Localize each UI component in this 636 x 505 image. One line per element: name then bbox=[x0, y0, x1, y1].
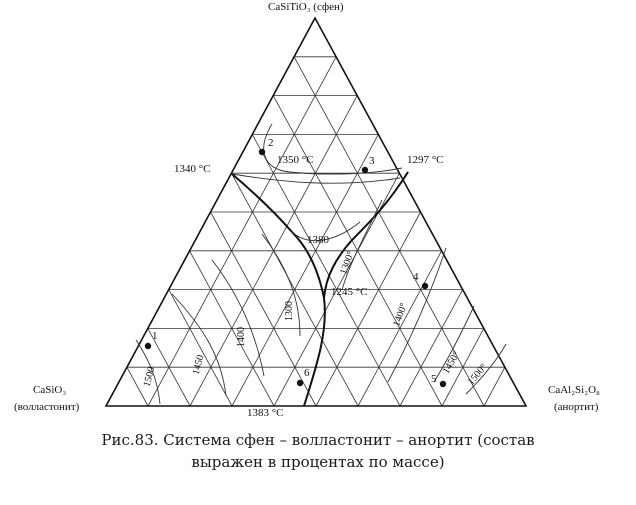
grid-line-right bbox=[483, 367, 506, 407]
composition-point-6 bbox=[296, 379, 304, 387]
temp-label-1383: 1383 °C bbox=[247, 407, 284, 419]
composition-point-2 bbox=[258, 148, 266, 156]
grid-line-right bbox=[147, 56, 337, 407]
isotherm-1300-left bbox=[261, 233, 301, 337]
point-label-5: 5 bbox=[431, 373, 437, 385]
figure-caption-line-2: выражен в процентах по массе) bbox=[191, 453, 445, 471]
isotherm-1350 bbox=[263, 123, 403, 175]
isotherm-1380-upper bbox=[231, 173, 401, 184]
figure-caption-line-1: Рис.83. Система сфен – волластонит – ано… bbox=[101, 431, 535, 449]
apex-label-wollastonite-name: (волластонит) bbox=[14, 401, 80, 413]
grid-line-left bbox=[293, 56, 485, 407]
temp-label-1340: 1340 °C bbox=[174, 163, 211, 175]
grid-line-left bbox=[168, 289, 233, 407]
point-label-3: 3 bbox=[369, 155, 375, 167]
grid-line-left bbox=[210, 211, 317, 407]
isotherm-1450-left bbox=[171, 293, 227, 397]
ternary-phase-diagram bbox=[104, 16, 528, 407]
apex-label-wollastonite-formula: CaSiO₃ bbox=[33, 384, 67, 396]
apex-label-sphene: CaSiTiO₃ (сфен) bbox=[268, 1, 344, 13]
grid-line-left bbox=[126, 367, 149, 407]
isotherm-1450-right bbox=[433, 305, 475, 383]
triangle-outline bbox=[104, 16, 528, 407]
temp-label-1350: 1350 °C bbox=[277, 154, 314, 166]
temp-label-1297: 1297 °C bbox=[407, 154, 444, 166]
isotherm-1300-right bbox=[341, 199, 383, 291]
isotherm-label-1300-left: 1300 bbox=[284, 301, 295, 321]
point-label-1: 1 bbox=[152, 330, 158, 342]
isotherm-label-1400-left: 1400 bbox=[236, 327, 247, 347]
isotherm-1500-right bbox=[465, 343, 507, 395]
temp-label-1245: 1245 °C bbox=[331, 286, 368, 298]
boundary-curve-right bbox=[323, 171, 409, 299]
isotherm-1500-left bbox=[135, 339, 161, 405]
apex-label-anorthite-name: (анортит) bbox=[554, 401, 599, 413]
temp-label-1380: 1380 bbox=[307, 234, 329, 246]
composition-point-3 bbox=[361, 166, 369, 174]
point-label-4: 4 bbox=[413, 271, 419, 283]
isotherm-1380-lower bbox=[291, 221, 361, 242]
boundary-curve-main bbox=[291, 231, 326, 407]
point-label-6: 6 bbox=[304, 367, 310, 379]
point-label-2: 2 bbox=[268, 137, 274, 149]
isotherm-1400-left bbox=[211, 259, 265, 377]
isotherm-1400-right bbox=[387, 247, 447, 383]
grid-line-left bbox=[251, 134, 401, 407]
composition-point-5 bbox=[439, 380, 447, 388]
grid-line-right bbox=[399, 289, 464, 407]
composition-point-1 bbox=[144, 342, 152, 350]
composition-grid bbox=[126, 56, 506, 407]
grid-line-right bbox=[231, 134, 379, 407]
grid-line-right bbox=[315, 211, 421, 407]
apex-label-anorthite-formula: CaAl₂Si₂O₈ bbox=[548, 384, 600, 396]
boundary-curve-left bbox=[231, 173, 293, 233]
composition-point-4 bbox=[421, 282, 429, 290]
